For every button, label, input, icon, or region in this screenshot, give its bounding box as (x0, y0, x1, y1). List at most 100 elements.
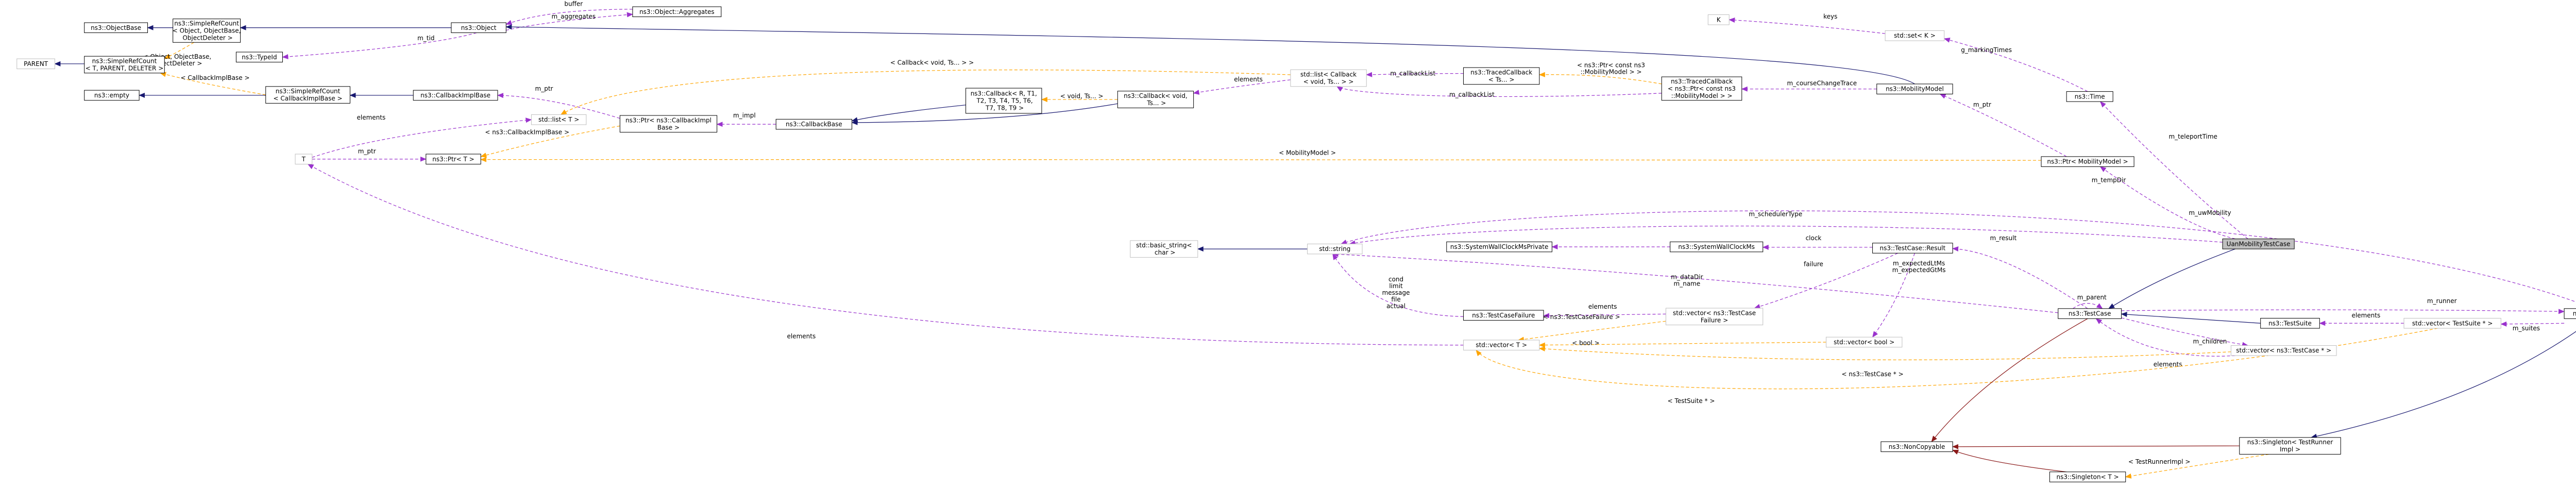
node-label: ns3::CallbackImplBase (420, 92, 490, 99)
class-node-testrunner[interactable]: ns3::TestRunnerImpl (2564, 308, 2576, 319)
edge-label: m_suites (2513, 325, 2540, 332)
class-node-swc[interactable]: ns3::SystemWallClockMs (1670, 241, 1764, 253)
edge-template: < TestRunnerImpl > (2125, 454, 2269, 479)
edge-line (1952, 449, 2067, 473)
class-node-vecT[interactable]: std::vector< T > (1463, 340, 1540, 350)
class-node-K[interactable]: K (1707, 14, 1730, 25)
node-label: ns3::SystemWallClockMs (1678, 243, 1755, 250)
node-label: ns3::TracedCallback< ns3::Ptr< const ns3… (1668, 78, 1736, 99)
edge-line (851, 105, 966, 123)
edge-label: keys (1823, 13, 1837, 20)
edge-template: < ns3::CallbackImplBase > (480, 125, 620, 158)
edge-template: < void, Ts... > (1041, 93, 1118, 103)
edge-usage: elements (2319, 312, 2404, 326)
edge-line (505, 9, 633, 25)
edge-private (1952, 444, 2240, 449)
node-label: std::set< K > (1894, 32, 1936, 39)
node-label: ns3::NonCopyable (1889, 443, 1945, 450)
node-box (2222, 239, 2295, 249)
class-node-mobmodel[interactable]: ns3::MobilityModel (1876, 83, 1953, 94)
node-box (84, 22, 148, 33)
class-node-srefT[interactable]: ns3::SimpleRefCount< T, PARENT, DELETER … (84, 56, 165, 74)
class-node-ptrT[interactable]: ns3::Ptr< T > (426, 154, 481, 165)
class-node-string[interactable]: std::string (1307, 243, 1363, 255)
class-node-cbR[interactable]: ns3::Callback< R, T1, T2, T3, T4, T5, T6… (965, 88, 1042, 114)
edge-usage: m_impl (716, 112, 776, 127)
edge-template: < CallbackImplBase > (160, 72, 266, 95)
edge-label: < void, Ts... > (1060, 93, 1104, 100)
class-node-singletonT[interactable]: ns3::Singleton< T > (2049, 472, 2126, 482)
edge-label: < ns3::TestCase * > (1842, 371, 1904, 378)
edge-usage: elements (312, 114, 532, 158)
node-box (2564, 308, 2576, 319)
edge-label: elements (1234, 76, 1263, 83)
class-node-ptrmob[interactable]: ns3::Ptr< MobilityModel > (2041, 156, 2134, 167)
class-node-swcpriv[interactable]: ns3::SystemWallClockMsPrivate (1446, 241, 1552, 253)
class-node-tcfailure[interactable]: ns3::TestCaseFailure (1463, 310, 1544, 321)
node-label: std::list< T > (538, 116, 579, 123)
class-node-vecbool[interactable]: std::vector< bool > (1826, 337, 1903, 348)
edge-label: elements (357, 114, 386, 121)
class-node-tcresult[interactable]: ns3::TestCase::Result (1872, 243, 1953, 254)
edge-line (2125, 454, 2269, 479)
class-node-noncopyable[interactable]: ns3::NonCopyable (1880, 441, 1953, 452)
class-node-testsuite[interactable]: ns3::TestSuite (2260, 318, 2320, 329)
class-node-cbvoid[interactable]: ns3::Callback< void, Ts... > (1117, 91, 1194, 108)
node-label: ns3::SystemWallClockMsPrivate (1450, 243, 1549, 250)
node-label: T (301, 156, 306, 163)
edge-label: buffer (564, 0, 583, 7)
node-label: std::vector< bool > (1834, 339, 1894, 346)
class-node-object[interactable]: ns3::Object (451, 22, 506, 33)
node-box (235, 52, 283, 63)
edge-label: m_ptr (358, 147, 376, 155)
class-node-listcb[interactable]: std::list< Callback< void, Ts... > > (1290, 69, 1367, 87)
node-box (2041, 156, 2134, 167)
edge-inheritance (851, 105, 966, 123)
class-node-T[interactable]: T (295, 154, 313, 165)
class-node-vectestsuite[interactable]: std::vector< TestSuite * > (2403, 318, 2501, 329)
class-node-uwmobtc[interactable]: UanMobilityTestCase (2222, 239, 2295, 249)
edge-usage: m_tid (282, 32, 477, 59)
class-node-tracedcbM[interactable]: ns3::TracedCallback< ns3::Ptr< const ns3… (1661, 76, 1742, 101)
class-node-objectbase[interactable]: ns3::ObjectBase (84, 22, 148, 33)
class-node-cbbase[interactable]: ns3::CallbackBase (775, 119, 853, 130)
edge-usage: m_callbackList (1366, 70, 1464, 77)
edge-label: m_uwMobility (2189, 209, 2231, 216)
class-node-tracedcbT[interactable]: ns3::TracedCallback< Ts... > (1463, 67, 1540, 85)
node-label: ns3::TestSuite (2268, 320, 2312, 327)
class-node-vectestcase[interactable]: std::vector< ns3::TestCase * > (2230, 345, 2337, 356)
edge-line (164, 42, 194, 59)
class-node-cbimplbase[interactable]: ns3::CallbackImplBase (413, 90, 498, 101)
edge-line (160, 72, 266, 95)
node-label: std::vector< ns3::TestCase * > (2236, 347, 2331, 354)
edge-usage: m_ptr (312, 147, 427, 162)
class-node-testcase[interactable]: ns3::TestCase (2058, 308, 2122, 319)
class-node-srefcb[interactable]: ns3::SimpleRefCount< CallbackImplBase > (265, 86, 350, 104)
class-node-setK[interactable]: std::set< K > (1885, 30, 1945, 41)
class-node-time[interactable]: ns3::Time (2066, 91, 2113, 102)
edge-line (1754, 253, 1898, 309)
node-label: ns3::ObjectBase (91, 24, 141, 31)
class-node-parent[interactable]: PARENT (16, 58, 55, 70)
class-node-srefobj[interactable]: ns3::SimpleRefCount< Object, ObjectBase,… (173, 19, 241, 43)
class-node-typeid[interactable]: ns3::TypeId (235, 52, 283, 63)
class-node-aggregates[interactable]: ns3::Object::Aggregates (632, 6, 722, 18)
node-box (1880, 441, 1953, 452)
edge-label: elements (2154, 361, 2182, 368)
node-label: ns3::Singleton< T > (2056, 473, 2119, 480)
edge-usage: m_suites (2500, 321, 2565, 332)
edge-inheritance (2121, 312, 2261, 324)
edge-usage: m_tempDir (1341, 177, 2576, 303)
class-node-basicstring[interactable]: std::basic_string< char > (1130, 240, 1198, 258)
class-node-empty[interactable]: ns3::empty (84, 90, 140, 101)
edge-label: m_aggregates (551, 13, 596, 20)
class-node-listT[interactable]: std::list< T > (531, 114, 587, 125)
node-box (1885, 30, 1945, 41)
